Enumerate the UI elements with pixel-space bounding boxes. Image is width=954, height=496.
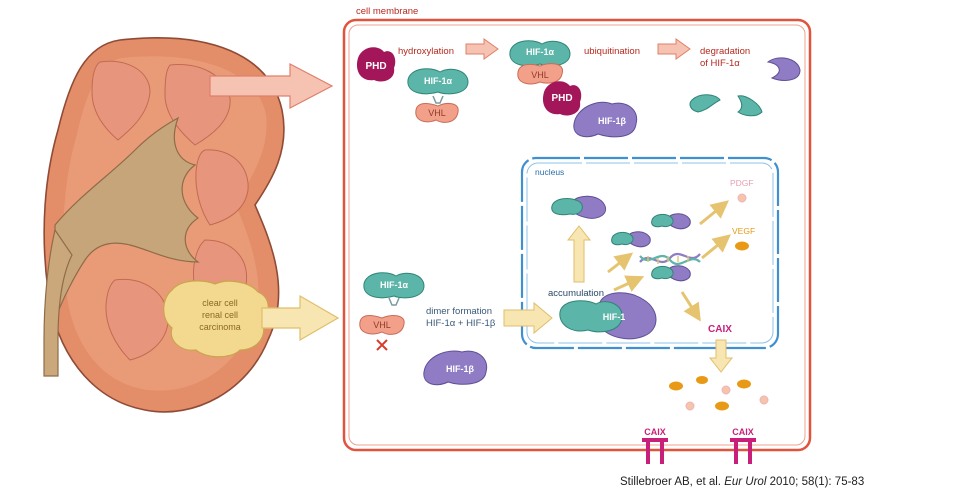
hif1b-protein-top xyxy=(573,101,638,138)
vhl-protein-top2 xyxy=(517,63,564,85)
arrow-tumor-to-cell xyxy=(261,294,340,342)
caix-label-membrane2: CAIX xyxy=(732,427,754,437)
hif1a-fragment-2 xyxy=(737,95,763,117)
citation-journal: Eur Urol xyxy=(724,476,767,488)
citation-authors: Stillebroer AB, et al. xyxy=(620,476,721,488)
hif1b-label-bottom: HIF-1β xyxy=(446,364,475,374)
nucleus-envelope xyxy=(520,156,780,350)
hif1a-protein-bottom xyxy=(363,272,425,299)
arrow-small-2 xyxy=(613,275,645,292)
pdgf-dot xyxy=(737,193,747,203)
tumor-label-line1: clear cell xyxy=(202,298,238,308)
vhl-protein-bottom xyxy=(359,315,405,335)
vhl-protein-top1 xyxy=(415,103,459,123)
arrow-dimer-formation xyxy=(503,301,553,335)
phd-label-1: PHD xyxy=(365,61,386,72)
vhl-label-top2: VHL xyxy=(531,70,549,80)
dna-helix-icon xyxy=(639,252,701,266)
hydroxylation-label: hydroxylation xyxy=(398,46,454,57)
hif1a-protein-top1 xyxy=(407,68,469,95)
caix-membrane-protein-1: CAIX xyxy=(642,427,668,464)
arrow-ubiquitination xyxy=(657,38,691,60)
caix-label-membrane1: CAIX xyxy=(644,427,666,437)
vhl-connector-bottom xyxy=(388,297,400,306)
hif1a-label-top2: HIF-1α xyxy=(526,47,555,57)
dimer-formation-line2: HIF-1α + HIF-1β xyxy=(426,318,496,329)
renal-pyramid-3 xyxy=(195,149,249,226)
arrow-caix-secretion xyxy=(708,339,734,373)
hif1a-label-top1: HIF-1α xyxy=(424,76,453,86)
accumulation-label: accumulation xyxy=(548,288,604,299)
hif1a-small-4 xyxy=(651,265,674,280)
hif1a-fragment-1 xyxy=(689,94,721,113)
cell-membrane-inner xyxy=(348,24,806,446)
caix-label-nucleus: CAIX xyxy=(708,324,732,335)
cell-membrane xyxy=(342,18,812,452)
hif1a-small-2 xyxy=(651,213,674,228)
vhl-mutation-cross-icon xyxy=(376,339,388,351)
vhl-connector-top1 xyxy=(432,95,444,104)
ubiquitination-label: ubiquitination xyxy=(584,46,640,57)
nucleus-label: nucleus xyxy=(535,167,564,177)
hif1b-protein-bottom xyxy=(423,350,488,386)
caix-membrane-protein-2: CAIX xyxy=(730,427,756,464)
kidney-illustration: clear cell renal cell carcinoma xyxy=(43,37,285,413)
phd-enzyme-2 xyxy=(542,81,582,116)
tumor-label-line2: renal cell xyxy=(202,310,238,320)
arrow-hydroxylation xyxy=(465,38,499,60)
phd-enzyme-1 xyxy=(356,47,396,82)
phd-label-2: PHD xyxy=(551,93,572,104)
tumor-shape xyxy=(163,280,269,358)
hif1b-label-top: HIF-1β xyxy=(598,116,627,126)
arrow-small-4 xyxy=(701,234,731,260)
hif1b-fragment xyxy=(766,57,801,81)
nucleus-envelope-inner xyxy=(526,162,774,344)
vhl-label-bottom: VHL xyxy=(373,320,391,330)
vegf-dot xyxy=(735,241,749,251)
arrow-small-5 xyxy=(680,291,701,322)
citation: Stillebroer AB, et al. Eur Urol 2010; 58… xyxy=(620,476,864,488)
hif1a-label-bottom: HIF-1α xyxy=(380,280,409,290)
arrow-accumulation xyxy=(566,225,592,283)
cell-membrane-label: cell membrane xyxy=(356,6,418,17)
vegf-label: VEGF xyxy=(732,226,755,236)
renal-pyramid-1 xyxy=(91,60,151,141)
dimer-formation-line1: dimer formation xyxy=(426,306,492,317)
degradation-label-line2: of HIF-1α xyxy=(700,58,740,69)
renal-pyramid-5 xyxy=(105,278,169,361)
vhl-label-top1: VHL xyxy=(428,108,446,118)
secreted-factors xyxy=(669,376,769,411)
degradation-label-line1: degradation xyxy=(700,46,750,57)
arrow-kidney-to-normal xyxy=(209,63,334,109)
hif1a-in-complex xyxy=(559,300,623,333)
renal-pelvis xyxy=(54,116,200,321)
arrow-small-3 xyxy=(699,200,729,226)
arrow-small-1 xyxy=(607,252,634,274)
hif1a-small-3 xyxy=(611,231,634,246)
hif1a-small-1 xyxy=(551,198,583,216)
ureter xyxy=(43,228,73,377)
citation-details: 2010; 58(1): 75-83 xyxy=(769,476,865,488)
pdgf-label: PDGF xyxy=(730,178,754,188)
hif1-complex-label: HIF-1 xyxy=(603,312,626,322)
tumor-label-line3: carcinoma xyxy=(199,322,241,332)
